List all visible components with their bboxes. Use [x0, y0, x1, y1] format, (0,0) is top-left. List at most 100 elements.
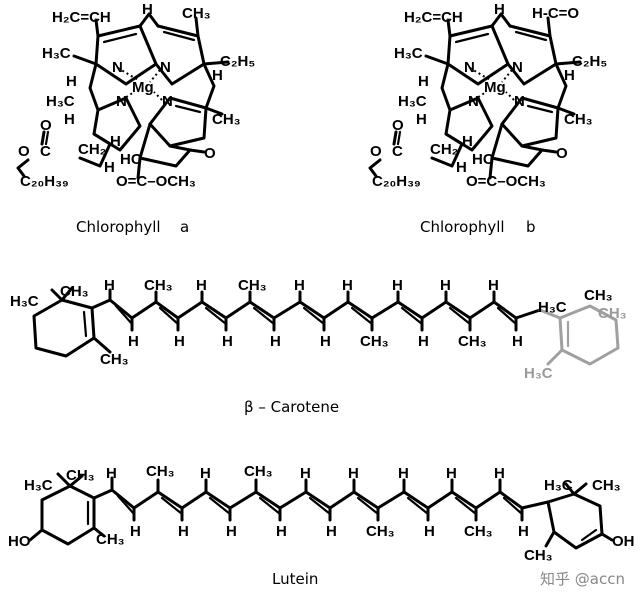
h-atom: H [66, 73, 77, 90]
h-atom: H [564, 67, 575, 84]
methyl-group: H₃C [10, 293, 39, 310]
methyl-group: CH₃ [584, 287, 613, 304]
h-atom: H [392, 277, 403, 294]
h-atom: H [418, 73, 429, 90]
chlorophyll-b-structure [368, 12, 582, 180]
lutein-structure [28, 472, 614, 550]
ketone-oxygen: O [204, 145, 216, 162]
oxygen-atom: O [392, 117, 404, 134]
h-atom: H [226, 523, 237, 540]
h-atom: H [196, 277, 207, 294]
vinyl-group: H₂C=CH [404, 9, 463, 26]
vinyl-group: H₂C=CH [52, 9, 111, 26]
h-atom: H [200, 465, 211, 482]
methine-group: HC [472, 151, 494, 168]
methyl-group: CH₃ [212, 111, 241, 128]
h-atom: H [462, 133, 473, 150]
h-atom: H [418, 333, 429, 350]
beta-carotene-structure [32, 286, 620, 366]
oxygen-atom: O [18, 143, 30, 160]
magnesium-atom: Mg [484, 79, 506, 96]
methyl-group: H₃C [524, 365, 553, 382]
h-atom: H [128, 333, 139, 350]
molecule-name: Chlorophyll [76, 218, 161, 236]
h-atom: H [294, 277, 305, 294]
methyl-group: CH₃ [366, 523, 395, 540]
methyl-group: CH₃ [60, 283, 89, 300]
molecule-name: Chlorophyll [420, 218, 505, 236]
methyl-group: CH₃ [182, 5, 211, 22]
h-atom: H [110, 133, 121, 150]
carbonyl-carbon: C [40, 143, 51, 160]
h-atom: H [326, 523, 337, 540]
nitrogen-atom: N [162, 93, 173, 110]
watermark: 知乎 @accn [540, 570, 625, 588]
h-atom: H [512, 333, 523, 350]
methylene-group: CH₂ [430, 141, 458, 158]
h-atom: H [518, 523, 529, 540]
methyl-group: H₃C [398, 93, 427, 110]
h-atom: H [416, 111, 427, 128]
methine-group: HC [120, 151, 142, 168]
nitrogen-atom: N [514, 93, 525, 110]
h-atom: H [424, 523, 435, 540]
h-atom: H [174, 333, 185, 350]
h-atom: H [494, 1, 505, 18]
h-atom: H [494, 465, 505, 482]
methyl-group: H₃C [538, 299, 567, 316]
h-atom: H [64, 111, 75, 128]
carbonyl-carbon: C [392, 143, 403, 160]
h-atom: H [142, 1, 153, 18]
methyl-group: CH₃ [360, 333, 389, 350]
methyl-group: CH₃ [96, 531, 125, 548]
molecule-variant: a [180, 218, 189, 236]
formyl-group: H-C=O [532, 5, 579, 22]
methyl-ester-group: O=C–OCH₃ [466, 173, 546, 190]
nitrogen-atom: N [468, 93, 479, 110]
methyl-group: CH₃ [458, 333, 487, 350]
h-atom: H [320, 333, 331, 350]
methyl-group: H₃C [394, 45, 423, 62]
h-atom: H [106, 465, 117, 482]
h-atom: H [342, 277, 353, 294]
ethyl-group: C₂H₅ [572, 53, 607, 70]
nitrogen-atom: N [464, 59, 475, 76]
methyl-group: CH₃ [524, 547, 553, 564]
methyl-group: CH₃ [598, 305, 627, 322]
magnesium-atom: Mg [132, 79, 154, 96]
oxygen-atom: O [40, 117, 52, 134]
h-atom: H [398, 465, 409, 482]
methyl-group: CH₃ [244, 463, 273, 480]
ketone-oxygen: O [556, 145, 568, 162]
h-atom: H [348, 465, 359, 482]
h-atom: H [440, 277, 451, 294]
methyl-ester-group: O=C–OCH₃ [116, 173, 196, 190]
h-atom: H [104, 277, 115, 294]
h-atom: H [104, 159, 115, 176]
methyl-group: CH₃ [146, 463, 175, 480]
molecule-variant: b [526, 218, 536, 236]
methyl-group: CH₃ [100, 351, 129, 368]
h-atom: H [270, 333, 281, 350]
h-atom: H [456, 159, 467, 176]
h-atom: H [276, 523, 287, 540]
nitrogen-atom: N [112, 59, 123, 76]
molecule-name: Lutein [272, 570, 318, 588]
nitrogen-atom: N [512, 59, 523, 76]
methylene-group: CH₂ [78, 141, 106, 158]
hydroxyl-group: OH [612, 533, 635, 550]
methyl-group: CH₃ [464, 523, 493, 540]
oxygen-atom: O [370, 143, 382, 160]
h-atom: H [488, 277, 499, 294]
h-atom: H [300, 465, 311, 482]
h-atom: H [130, 523, 141, 540]
h-atom: H [222, 333, 233, 350]
nitrogen-atom: N [160, 59, 171, 76]
methyl-group: H₃C [24, 477, 53, 494]
chlorophyll-a-structure [16, 12, 230, 180]
ethyl-group: C₂H₅ [220, 53, 255, 70]
hydroxyl-group: HO [8, 533, 31, 550]
methyl-group: CH₃ [564, 111, 593, 128]
methyl-group: CH₃ [66, 467, 95, 484]
